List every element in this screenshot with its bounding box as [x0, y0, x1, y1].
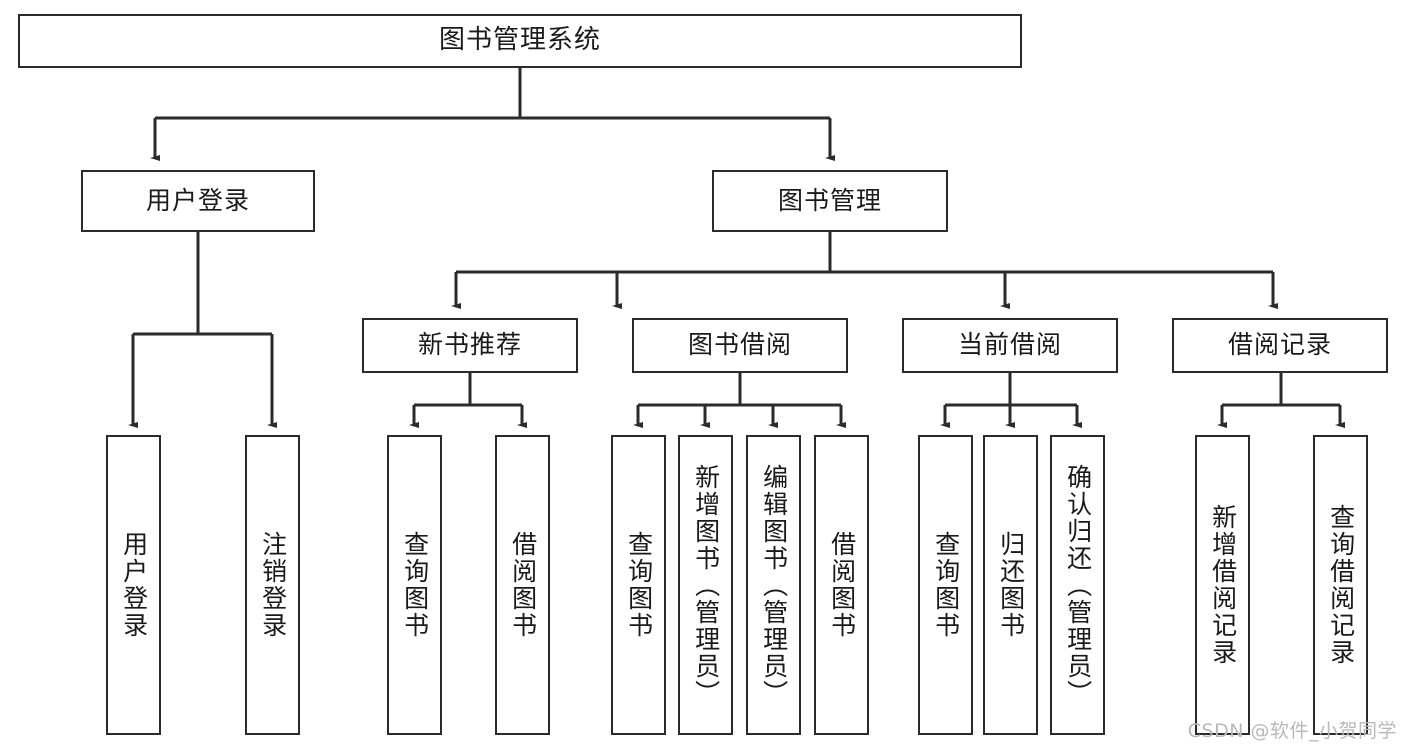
node-root-system[interactable]: 图书管理系统: [18, 14, 1022, 68]
watermark-text: CSDN @软件_小贺同学: [1187, 720, 1397, 742]
node-leaf-newbook-query-book[interactable]: 查询图书: [387, 435, 442, 735]
node-leaf-borrow-query-book-label: 查询图书: [624, 531, 654, 639]
node-leaf-borrow-edit-book-label: 编辑图书（管理员）: [759, 463, 789, 707]
node-leaf-borrow-edit-book[interactable]: 编辑图书（管理员）: [746, 435, 801, 735]
node-borrow-record[interactable]: 借阅记录: [1172, 318, 1388, 373]
node-leaf-current-confirm-return-label: 确认归还（管理员）: [1063, 463, 1093, 707]
node-leaf-newbook-borrow-book-label: 借阅图书: [508, 531, 538, 639]
node-leaf-borrow-query-book[interactable]: 查询图书: [611, 435, 666, 735]
node-book-management[interactable]: 图书管理: [712, 170, 948, 232]
node-leaf-logout-label: 注销登录: [258, 531, 288, 639]
node-leaf-record-query-label: 查询借阅记录: [1326, 504, 1356, 666]
node-leaf-newbook-borrow-book[interactable]: 借阅图书: [495, 435, 550, 735]
node-current-borrow[interactable]: 当前借阅: [902, 318, 1118, 373]
node-leaf-record-add[interactable]: 新增借阅记录: [1195, 435, 1250, 735]
node-user-login-label: 用户登录: [145, 185, 250, 215]
node-leaf-user-login-label: 用户登录: [119, 531, 149, 639]
node-book-management-label: 图书管理: [777, 185, 882, 215]
node-leaf-newbook-query-book-label: 查询图书: [400, 531, 430, 639]
node-current-borrow-label: 当前借阅: [957, 330, 1062, 360]
node-leaf-record-add-label: 新增借阅记录: [1208, 504, 1238, 666]
node-leaf-user-login[interactable]: 用户登录: [106, 435, 161, 735]
node-book-borrow[interactable]: 图书借阅: [632, 318, 848, 373]
node-borrow-record-label: 借阅记录: [1227, 330, 1332, 360]
node-leaf-current-return-book-label: 归还图书: [996, 531, 1026, 639]
node-leaf-current-query-book[interactable]: 查询图书: [918, 435, 973, 735]
node-leaf-borrow-borrow-book-label: 借阅图书: [827, 531, 857, 639]
node-leaf-current-confirm-return[interactable]: 确认归还（管理员）: [1050, 435, 1105, 735]
node-leaf-record-query[interactable]: 查询借阅记录: [1313, 435, 1368, 735]
node-leaf-current-query-book-label: 查询图书: [931, 531, 961, 639]
node-root-system-label: 图书管理系统: [438, 25, 601, 56]
node-new-book-recommend[interactable]: 新书推荐: [362, 318, 578, 373]
node-leaf-current-return-book[interactable]: 归还图书: [983, 435, 1038, 735]
node-user-login[interactable]: 用户登录: [81, 170, 315, 232]
node-new-book-recommend-label: 新书推荐: [417, 330, 522, 360]
node-leaf-borrow-add-book[interactable]: 新增图书（管理员）: [678, 435, 733, 735]
node-leaf-logout[interactable]: 注销登录: [245, 435, 300, 735]
node-book-borrow-label: 图书借阅: [687, 330, 792, 360]
node-leaf-borrow-add-book-label: 新增图书（管理员）: [691, 463, 721, 707]
node-leaf-borrow-borrow-book[interactable]: 借阅图书: [814, 435, 869, 735]
